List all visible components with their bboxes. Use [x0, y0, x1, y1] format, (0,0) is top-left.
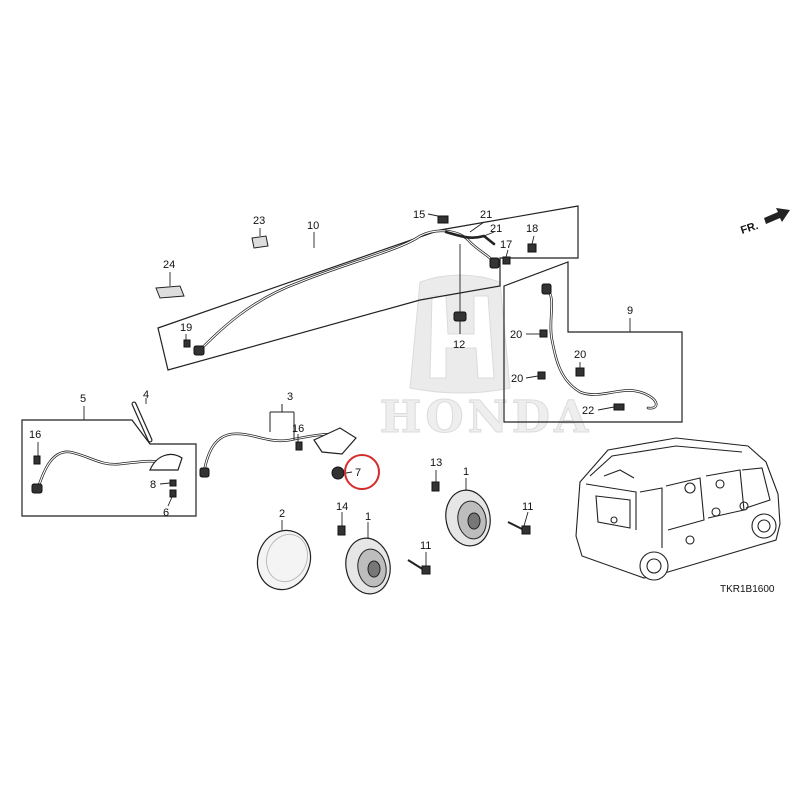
callout-4: 4 — [143, 389, 149, 401]
callout-20: 20 — [510, 329, 522, 341]
clip-icon — [613, 403, 625, 411]
callout-16: 16 — [29, 429, 41, 441]
front-label: FR. — [739, 220, 760, 237]
harness-cable-9 — [546, 288, 658, 410]
group-box-9 — [503, 261, 683, 423]
callout-13: 13 — [430, 457, 442, 469]
callout-11: 11 — [420, 540, 431, 552]
clip-icon — [169, 489, 177, 498]
connector-icon — [541, 283, 552, 295]
front-direction-indicator: FR. — [739, 208, 790, 237]
antenna-base-5 — [149, 453, 183, 471]
callout-1: 1 — [463, 466, 469, 478]
pad-24 — [155, 285, 185, 299]
nut-icon — [169, 479, 177, 487]
callout-20: 20 — [574, 349, 586, 361]
harness-group-9 — [503, 261, 683, 423]
callout-17: 17 — [500, 239, 512, 251]
callout-22: 22 — [582, 405, 594, 417]
callout-2: 2 — [279, 508, 285, 520]
callout-1: 1 — [365, 511, 371, 523]
callout-19: 19 — [180, 322, 192, 334]
callout-16: 16 — [292, 423, 304, 435]
antenna-group-5 — [21, 419, 197, 517]
callout-21: 21 — [490, 223, 502, 235]
callout-5: 5 — [80, 393, 86, 405]
highlight-circle-part-7 — [344, 454, 380, 490]
callout-24: 24 — [163, 259, 175, 271]
callout-12: 12 — [453, 339, 465, 351]
speaker-grille-2 — [256, 529, 312, 591]
nut-7 — [331, 466, 345, 480]
antenna-cable-3 — [199, 427, 357, 478]
diagram-code: TKR1B1600 — [720, 584, 775, 595]
callout-18: 18 — [526, 223, 538, 235]
group-box-5 — [21, 419, 197, 517]
clip-icon — [295, 441, 303, 451]
screw-11-right — [507, 521, 531, 535]
honda-watermark: HONDA — [379, 274, 592, 444]
connector-icon — [199, 467, 210, 478]
clip-icon — [575, 367, 585, 377]
screw-11-left — [407, 559, 431, 575]
callout-11: 11 — [522, 501, 533, 513]
callout-20: 20 — [511, 373, 523, 385]
pad-23 — [251, 235, 269, 249]
clip-icon — [183, 339, 191, 348]
clip-icon — [502, 256, 511, 265]
clip-13 — [431, 481, 440, 492]
clip-icon — [33, 455, 41, 465]
roof-antenna-feeder-group — [157, 205, 579, 371]
group-box-10 — [157, 205, 579, 371]
vehicle-outline — [575, 437, 781, 581]
speaker-1-right — [445, 489, 491, 547]
clip-14 — [337, 525, 346, 536]
arrow-right-icon — [764, 208, 790, 224]
callout-3: 3 — [287, 391, 293, 403]
clip-icon — [437, 215, 449, 224]
antenna-bracket-3 — [313, 427, 357, 455]
callout-6: 6 — [163, 507, 169, 519]
callout-labels: 5 4 16 8 6 3 16 7 2 1 14 11 13 1 11 23 2… — [29, 209, 633, 552]
callout-14: 14 — [336, 501, 348, 513]
callout-10: 10 — [307, 220, 319, 232]
honda-wordmark-watermark: HONDA — [380, 392, 592, 443]
antenna-cable-5 — [36, 450, 162, 490]
connector-icon — [31, 483, 43, 494]
speaker-1-left — [345, 537, 391, 595]
connector-icon — [489, 257, 500, 269]
callout-15: 15 — [413, 209, 425, 221]
callout-8: 8 — [150, 479, 156, 491]
antenna-rod-4 — [131, 401, 153, 443]
grommet-icon — [527, 243, 537, 253]
connector-icon — [193, 345, 205, 356]
callout-23: 23 — [253, 215, 265, 227]
callout-21: 21 — [480, 209, 492, 221]
clip-icon — [539, 329, 548, 338]
leader-lines — [37, 213, 631, 566]
clip-icon — [537, 371, 546, 380]
callout-9: 9 — [627, 305, 633, 317]
callout-7: 7 — [355, 467, 361, 479]
